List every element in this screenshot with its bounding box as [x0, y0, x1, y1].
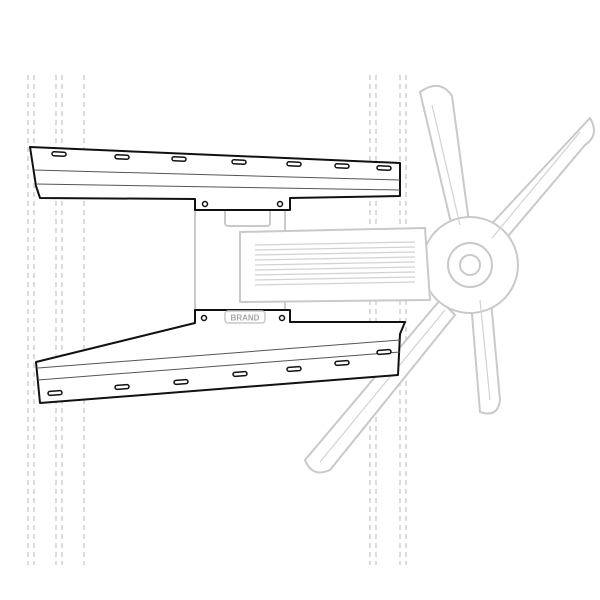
brand-label: BRAND [231, 314, 260, 323]
top-wall-rail [29, 146, 401, 211]
articulating-arm-ghost [194, 199, 431, 341]
tv-plate-ghost [304, 85, 595, 474]
bottom-wall-rail [35, 200, 406, 404]
brand-badge: BRAND [224, 310, 266, 324]
rail-slots [47, 348, 392, 397]
rail-slots [51, 151, 392, 171]
